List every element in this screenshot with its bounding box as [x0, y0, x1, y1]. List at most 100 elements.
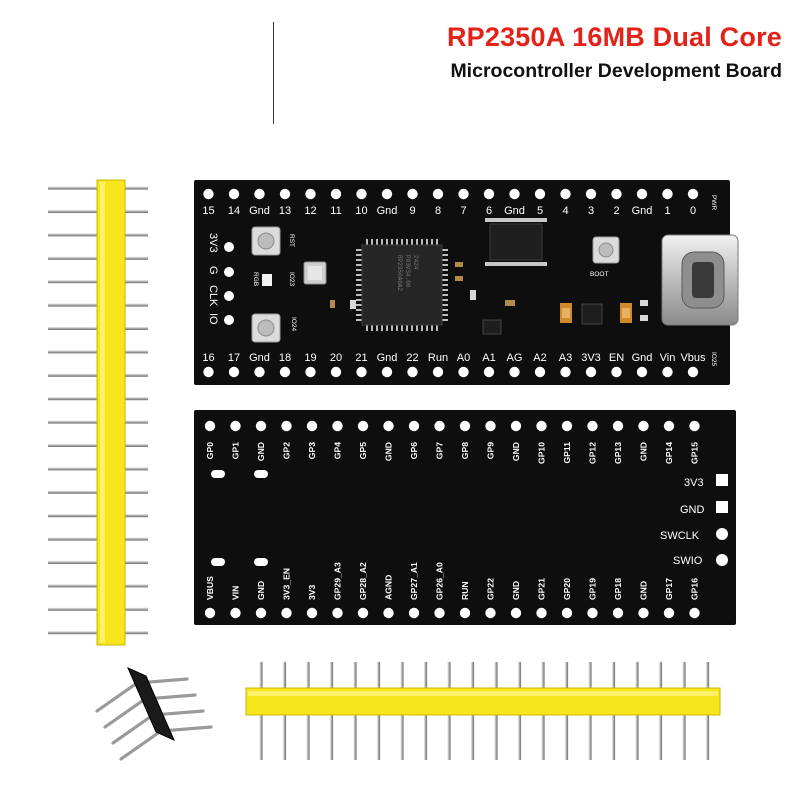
pin-hole: [204, 607, 216, 619]
pin-hole: [509, 366, 520, 378]
pin-hole: [612, 607, 624, 619]
front-bottom-label: Gnd: [249, 352, 270, 364]
swd-hole: [224, 315, 234, 325]
front-top-label: 2: [613, 205, 619, 217]
back-bottom-label: GP29_A3: [333, 562, 343, 600]
front-top-label: 5: [537, 205, 543, 217]
swd-pad: [716, 528, 728, 540]
swd-hole: [224, 267, 234, 277]
pin-hole: [305, 188, 316, 200]
pin-hole: [279, 188, 291, 200]
pin-hole: [611, 366, 622, 378]
rp2350-chip: RP2350A0A2 P03V34.00 2424: [356, 239, 448, 331]
back-top-label: GP6: [409, 442, 419, 459]
back-bottom-label: GP20: [562, 578, 572, 600]
pwr-label: PWR: [710, 195, 717, 210]
pin-hole: [434, 607, 445, 619]
pin-hole: [381, 188, 393, 200]
pin-hole: [306, 420, 318, 432]
pin-hole: [230, 420, 241, 432]
front-bottom-label: Run: [428, 352, 448, 364]
front-top-holes: [203, 188, 699, 200]
front-bottom-label: A1: [482, 352, 495, 364]
pin-hole: [203, 366, 214, 378]
title-divider: [273, 22, 274, 124]
front-top-label: 9: [409, 205, 415, 217]
right-angle-header: [95, 667, 213, 761]
front-bottom-label: A0: [457, 352, 470, 364]
pin-hole: [330, 188, 342, 200]
pin-hole: [204, 420, 216, 432]
pin-hole: [585, 366, 597, 378]
front-top-label: 10: [355, 205, 367, 217]
back-side-swio: SWIO: [673, 555, 703, 567]
front-bottom-label: 18: [279, 352, 291, 364]
back-bottom-label: GND: [511, 581, 521, 600]
front-bottom-label: 20: [330, 352, 342, 364]
pin-hole: [687, 366, 699, 378]
back-top-label: GP10: [537, 442, 547, 464]
pin-hole: [509, 188, 520, 200]
front-bottom-label: A2: [533, 352, 546, 364]
front-top-label: 1: [664, 205, 670, 217]
pin-hole: [636, 188, 648, 200]
left-label-3v3: 3V3: [207, 233, 219, 253]
pin-hole: [611, 188, 622, 200]
back-top-label: GP11: [562, 442, 572, 464]
pin-hole: [305, 366, 316, 378]
pin-hole: [662, 366, 673, 378]
pin-hole: [483, 188, 495, 200]
back-top-label: GP4: [333, 442, 343, 459]
back-bottom-label: 3V3_EN: [282, 568, 292, 600]
pin-hole: [536, 607, 547, 619]
horizontal-pin-header: [245, 662, 721, 760]
pin-hole: [228, 366, 240, 378]
pin-hole: [534, 366, 546, 378]
front-top-label: 0: [690, 205, 696, 217]
chip-marking: 2424: [412, 255, 419, 270]
pin-hole: [536, 420, 547, 432]
front-left-labels: 3V3 G CLK IO: [207, 233, 234, 325]
pin-hole: [357, 420, 369, 432]
pin-hole: [485, 420, 496, 432]
back-top-label: GP8: [460, 442, 470, 459]
front-bottom-label: Gnd: [377, 352, 398, 364]
mount-slot: [211, 558, 225, 566]
pin-hole: [306, 607, 318, 619]
chip-pins: [356, 239, 448, 331]
pin-hole: [687, 188, 699, 200]
pin-hole: [281, 420, 292, 432]
pin-hole: [281, 607, 292, 619]
back-bottom-label: GP16: [690, 578, 700, 600]
pin-hole: [561, 607, 573, 619]
front-bottom-label: AG: [507, 352, 523, 364]
back-bottom-label: AGND: [384, 575, 394, 600]
back-side-3v3: 3V3: [684, 477, 704, 489]
pin-hole: [407, 366, 418, 378]
pin-hole: [662, 188, 673, 200]
passive-components: [330, 262, 648, 335]
mount-slot: [211, 470, 225, 478]
vertical-pin-header: [48, 179, 148, 646]
pin-hole: [585, 188, 597, 200]
chip-marking: RP2350A0A2: [396, 255, 403, 291]
pin-hole: [434, 420, 445, 432]
product-title: RP2350A 16MB Dual Core: [446, 22, 782, 52]
pin-hole: [689, 420, 700, 432]
pin-hole: [255, 420, 267, 432]
front-bottom-label: 3V3: [581, 352, 601, 364]
pin-hole: [432, 366, 444, 378]
back-side-swclk: SWCLK: [660, 530, 700, 542]
boot-label: BOOT: [590, 271, 608, 278]
front-top-label: Gnd: [504, 205, 525, 217]
swd-pad-square: [716, 474, 728, 486]
boot-button: BOOT: [590, 236, 620, 278]
back-bottom-label: GP17: [664, 578, 674, 600]
pin-hole: [408, 420, 420, 432]
user-button: IO24: [251, 313, 297, 343]
front-top-label: Gnd: [632, 205, 653, 217]
